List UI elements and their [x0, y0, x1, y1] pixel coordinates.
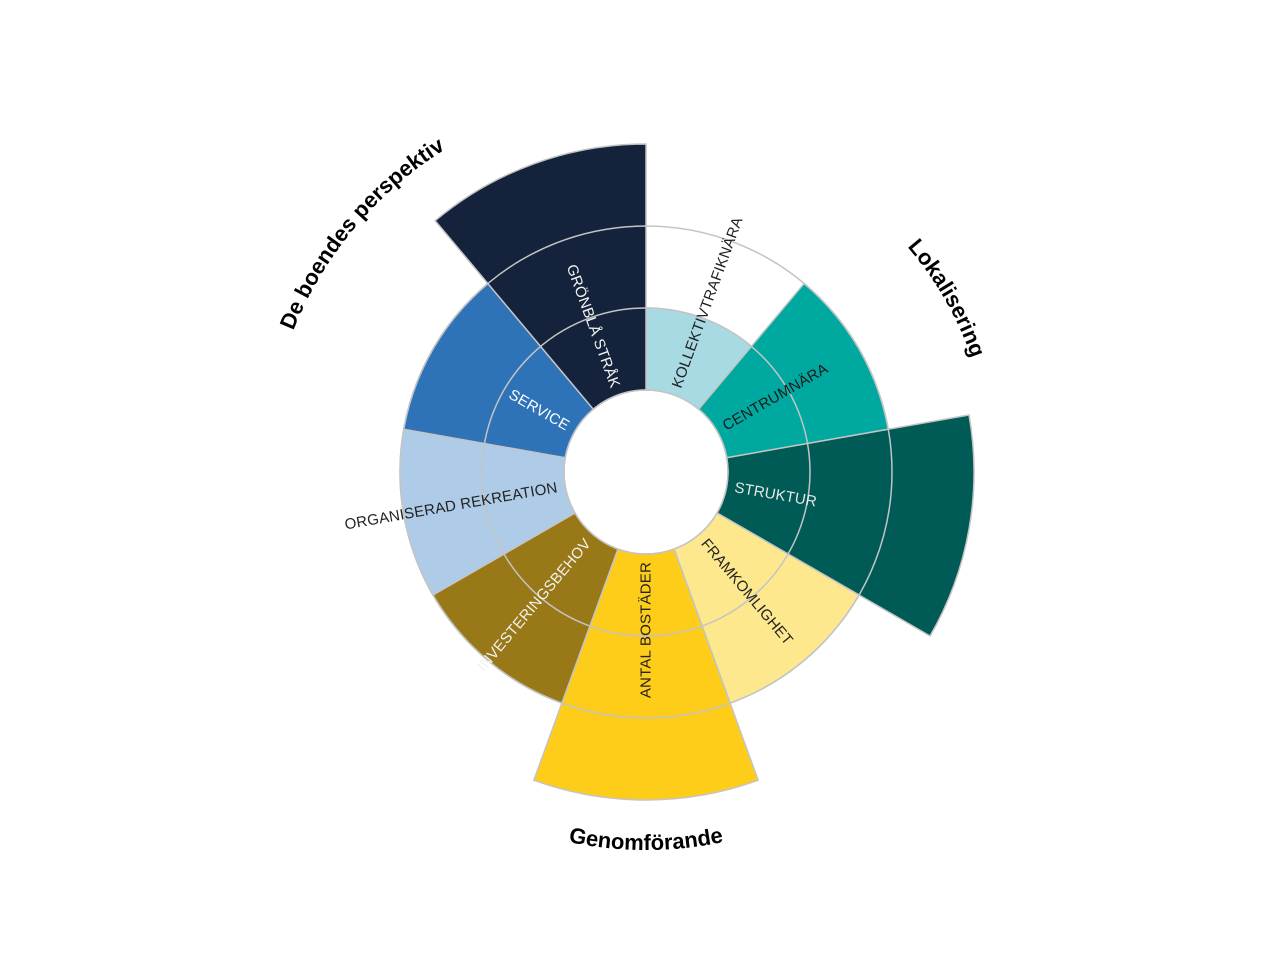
grid-rings	[399, 225, 893, 719]
group-label-text: Genomförande	[567, 822, 724, 855]
grid-ring-3	[399, 225, 893, 719]
group-label-genomforande: Genomförande	[567, 822, 724, 855]
group-label-text: Lokalisering	[903, 234, 990, 360]
center-hole	[565, 391, 727, 553]
label-antal-bostader: ANTAL BOSTÄDER	[638, 562, 655, 698]
grid-ring-2	[481, 307, 811, 637]
grid-ring-1	[563, 389, 729, 555]
group-label-text: De boendes perspektiv	[275, 132, 449, 333]
group-label-lokalisering: Lokalisering	[903, 234, 990, 360]
group-label-de-boendes-perspektiv: De boendes perspektiv	[275, 132, 449, 333]
